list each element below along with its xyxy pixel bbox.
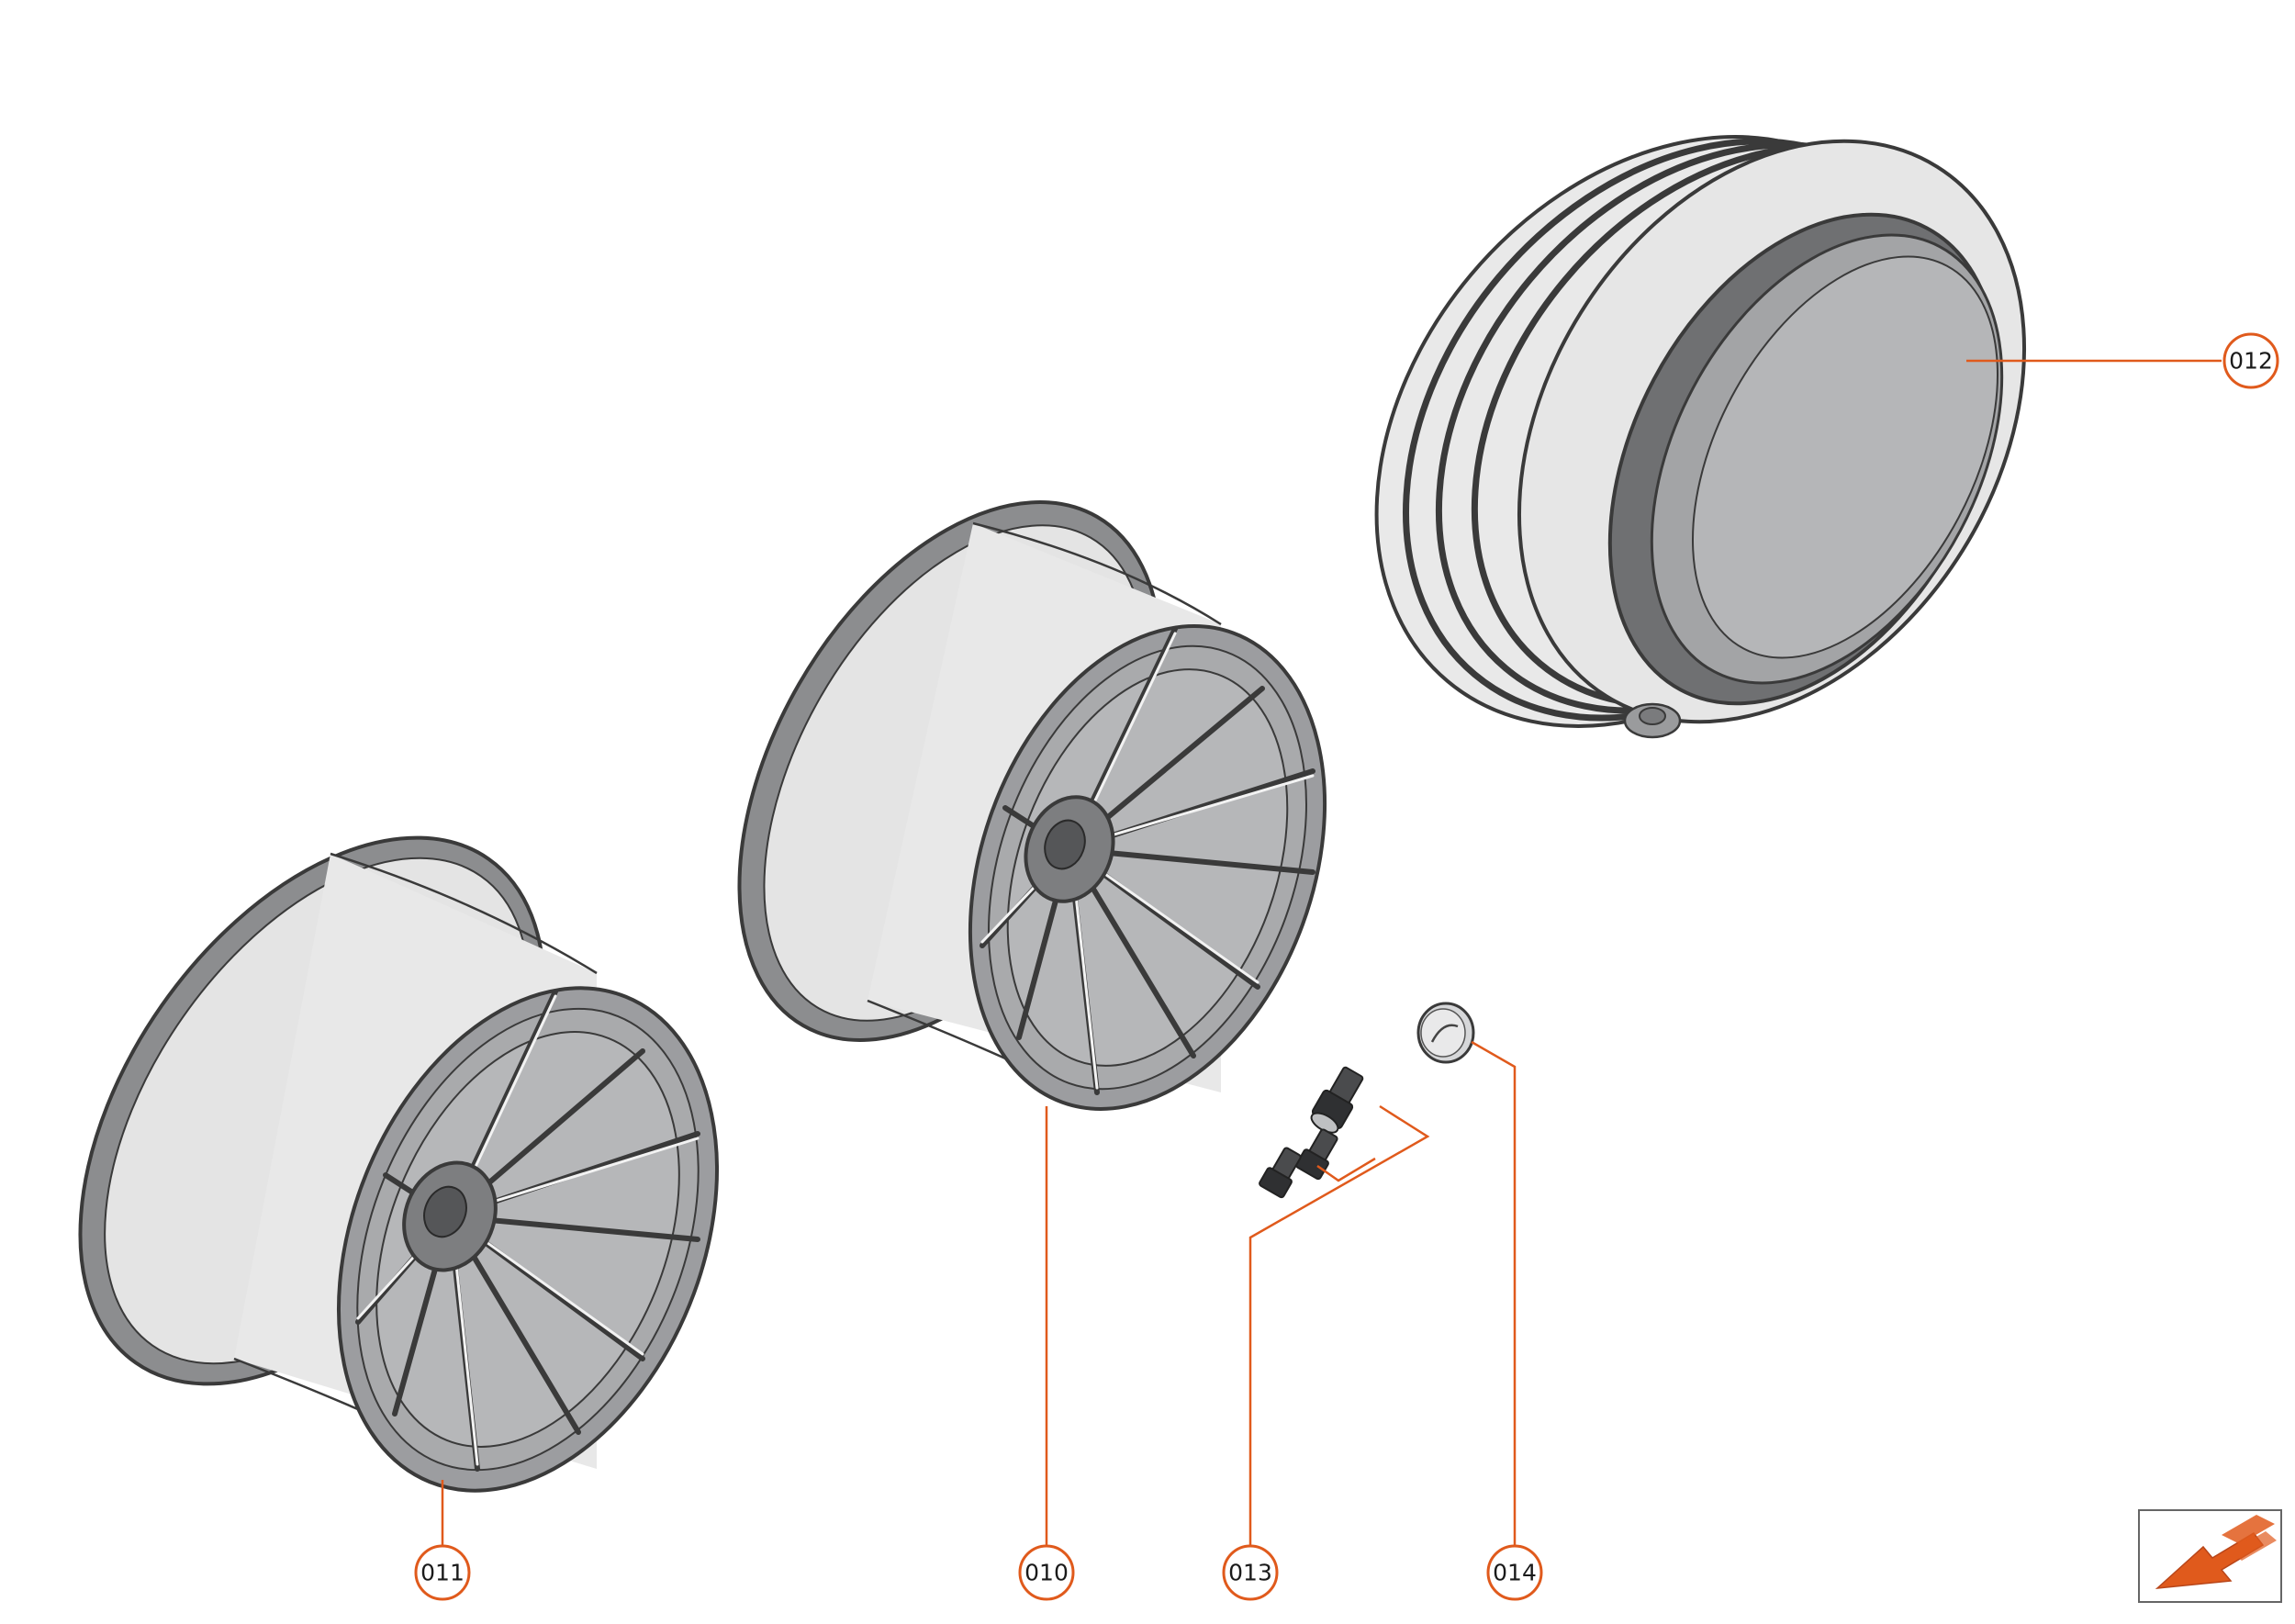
callout-011[interactable]: 011	[414, 1544, 471, 1601]
callout-label-011: 011	[420, 1560, 465, 1586]
leader-013	[1248, 1104, 1430, 1550]
callout-010[interactable]: 010	[1018, 1544, 1075, 1601]
callout-013[interactable]: 013	[1222, 1544, 1279, 1601]
callout-label-012: 012	[2229, 348, 2273, 375]
callout-label-010: 010	[1024, 1560, 1069, 1586]
callout-label-014: 014	[1493, 1560, 1537, 1586]
callout-012[interactable]: 012	[2222, 332, 2279, 389]
view-direction-arrow-icon[interactable]	[2138, 1509, 2282, 1603]
wheel-010	[737, 500, 1327, 1111]
leader-014	[1471, 1040, 1517, 1550]
wheel-011	[78, 835, 719, 1493]
centre-cap-014	[1416, 1002, 1475, 1064]
wheel-bolts-013	[1259, 1066, 1364, 1199]
callout-label-013: 013	[1228, 1560, 1272, 1586]
callout-014[interactable]: 014	[1486, 1544, 1543, 1601]
leader-lines	[441, 359, 2222, 1550]
tyre-012	[1374, 135, 2027, 739]
